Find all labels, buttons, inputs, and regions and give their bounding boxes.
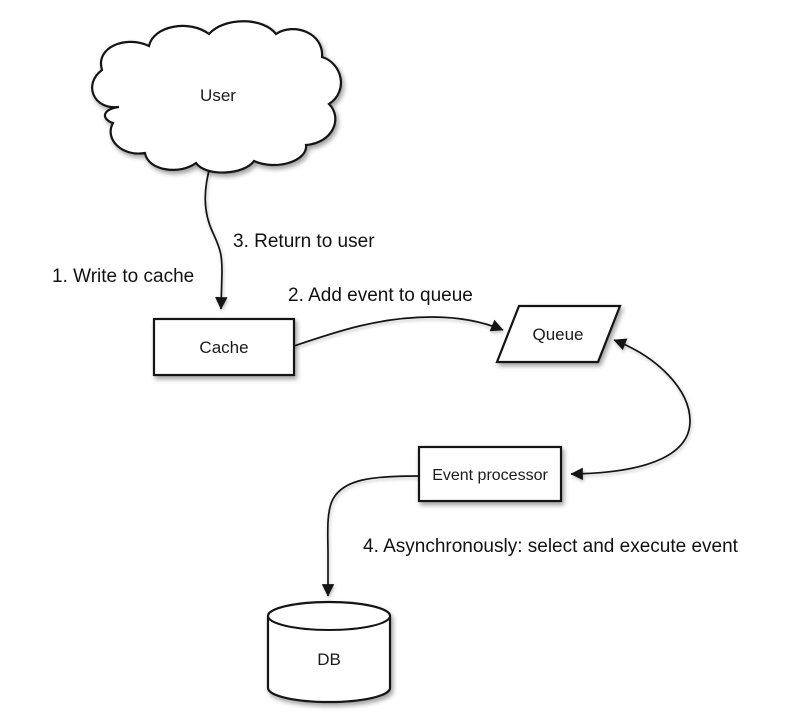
edge-queue-event-processor-double-arrow: [570, 338, 691, 481]
edge-label-step-2: 2. Add event to queue: [288, 285, 473, 306]
db-label: DB: [317, 650, 341, 669]
edge-event-processor-to-db: [321, 475, 420, 597]
event-processor-box: [417, 445, 563, 503]
queue-parallelogram: [495, 304, 622, 364]
edge-label-step-4: 4. Asynchronously: select and execute ev…: [363, 536, 739, 557]
cache-box-label: Cache: [199, 338, 248, 357]
edge-label-step-1: 1. Write to cache: [52, 266, 194, 287]
db-cylinder-rim: [267, 615, 391, 631]
edge-user-to-cache: [204, 162, 228, 310]
queue-label: Queue: [532, 325, 583, 344]
cache-box: [152, 317, 296, 377]
edge-cache-to-queue: [293, 316, 504, 347]
user-cloud-label: User: [200, 86, 236, 105]
user-cloud-shape: [91, 20, 342, 174]
edge-label-step-3: 3. Return to user: [233, 231, 375, 252]
db-cylinder: [266, 600, 392, 704]
event-processor-label: Event processor: [432, 467, 548, 484]
